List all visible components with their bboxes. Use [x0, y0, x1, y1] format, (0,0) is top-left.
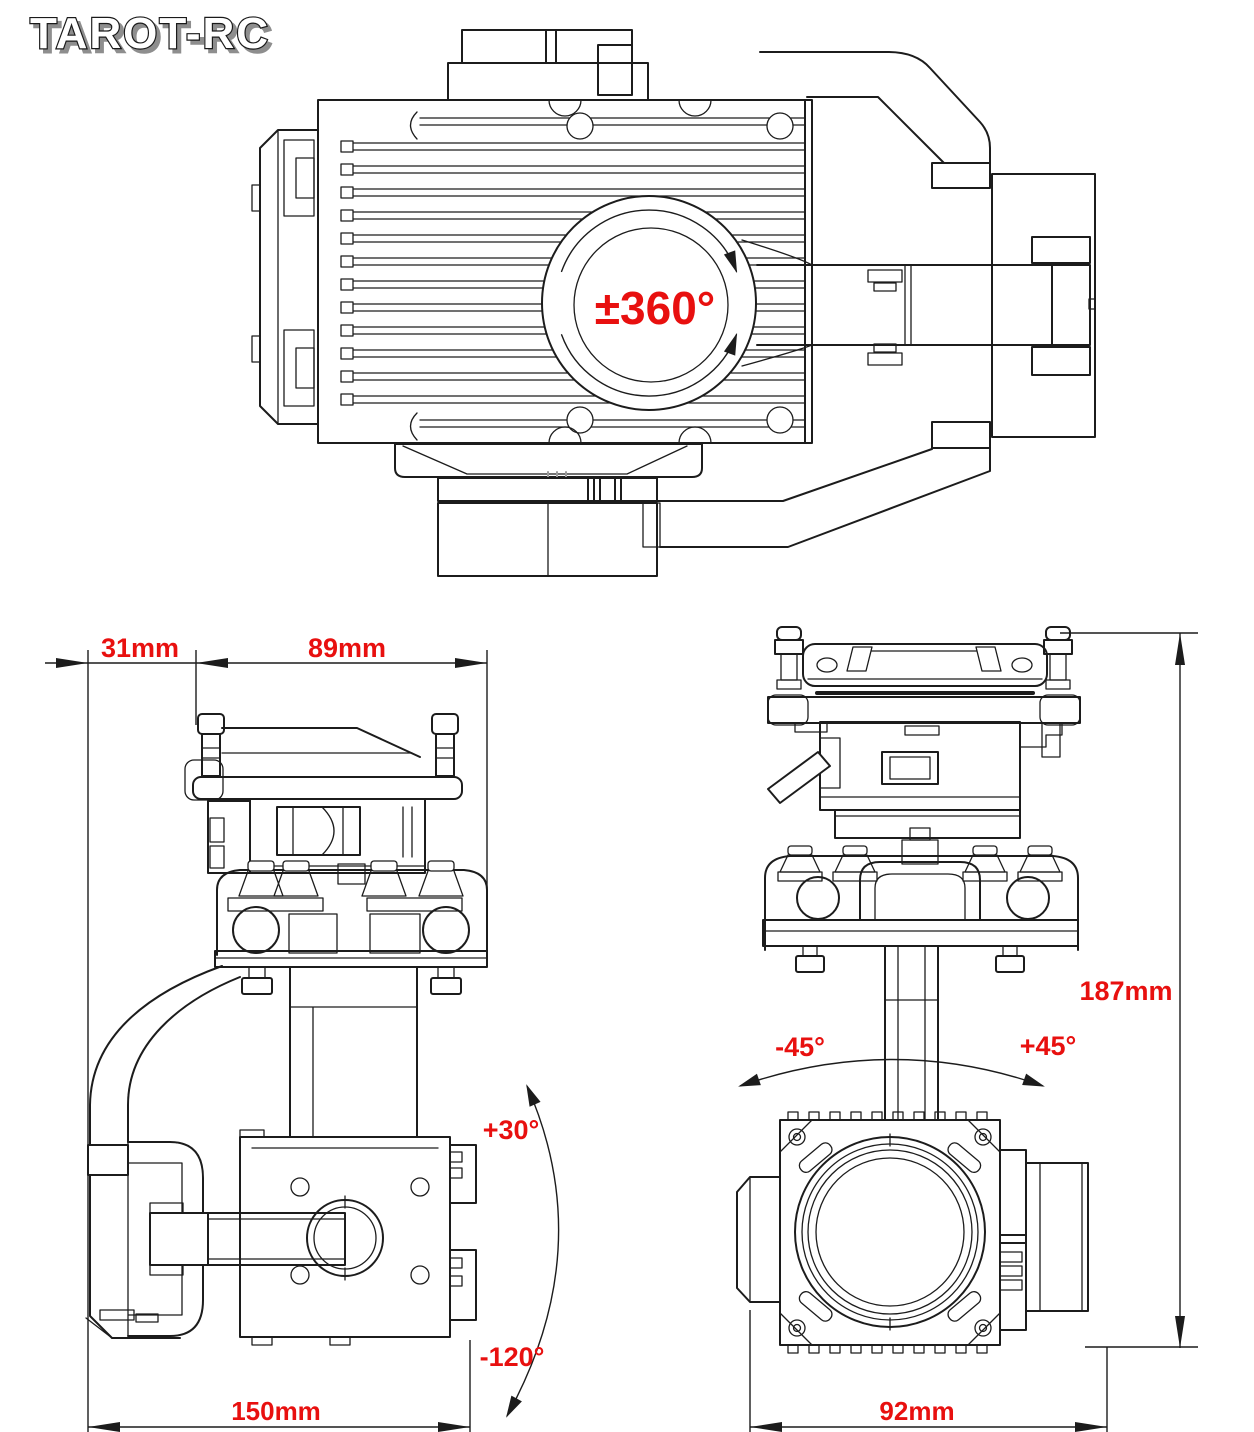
- pitch-angle-arc: [506, 1084, 560, 1418]
- yaw-rotation-arrows: [560, 209, 738, 397]
- top-view-drawing: [251, 29, 1096, 577]
- angle-down-label: -120°: [480, 1342, 545, 1372]
- dim-offset-label: 31mm: [101, 633, 179, 663]
- damper-ball-front-left: [796, 876, 840, 920]
- lock-lever: [767, 751, 831, 804]
- brand-logo-shadow-text: TAROT-RC: [34, 13, 274, 62]
- roll-angle-arc: [738, 1058, 1045, 1087]
- angle-left-label: -45°: [775, 1032, 825, 1062]
- damper-ball-side-right: [422, 906, 470, 954]
- brand-logo: TAROT-RC TAROT-RC: [29, 8, 274, 63]
- damper-ball-front-right: [1006, 876, 1050, 920]
- dim-height-label: 187mm: [1079, 976, 1172, 1006]
- front-view-drawing: [736, 626, 1089, 1354]
- dimension-annotations: [45, 632, 1198, 1432]
- dim-length-label: 150mm: [231, 1396, 321, 1426]
- camera-top-teeth: [787, 1111, 988, 1354]
- dim-width-label: 92mm: [879, 1396, 954, 1426]
- dim-top-width-label: 89mm: [308, 633, 386, 663]
- damper-mushrooms-side: [238, 860, 464, 897]
- camera-corner-slots: [798, 1142, 982, 1322]
- camera-lens: [794, 1133, 986, 1331]
- yaw-range-label: ±360°: [595, 282, 715, 334]
- damper-ball-side-left: [232, 906, 280, 954]
- side-view-drawing: [85, 713, 488, 1346]
- angle-right-label: +45°: [1020, 1031, 1077, 1061]
- brand-logo-text: TAROT-RC: [30, 9, 270, 58]
- angle-up-label: +30°: [483, 1115, 540, 1145]
